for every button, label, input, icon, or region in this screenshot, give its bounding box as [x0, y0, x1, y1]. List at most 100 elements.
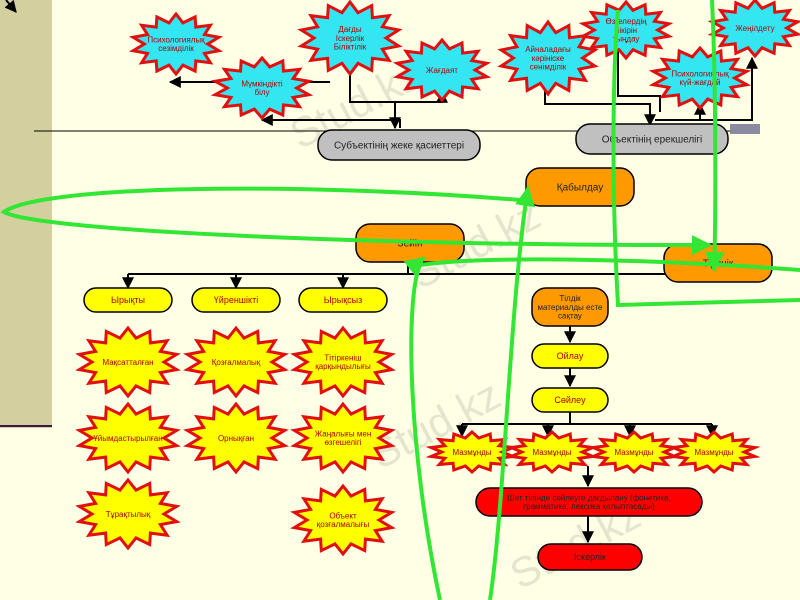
- star-content-4-label: Мазмұнды: [694, 448, 733, 457]
- link-trust-object: [544, 82, 656, 127]
- box-type-habitual-shape: [191, 287, 281, 313]
- star-ease-shape: [707, 0, 800, 59]
- star-quality-4-shape: [75, 401, 181, 475]
- box-type-voluntary-shape: [83, 287, 173, 313]
- star-quality-5-shape: [183, 401, 289, 475]
- box-thinking-label: Ойлау: [557, 351, 584, 361]
- star-content-3-label: Мазмұнды: [614, 448, 653, 457]
- link-skill-subject: [349, 72, 401, 130]
- box-type-involuntary-shape: [298, 287, 388, 313]
- star-content-4-shape: [667, 429, 761, 475]
- star-content-2: Мазмұнды: [505, 429, 599, 475]
- star-content-1: Мазмұнды: [425, 429, 519, 475]
- box-result: Іскерлік: [537, 543, 643, 571]
- box-memory-label: Зейін: [398, 239, 423, 250]
- star-quality-6-shape: [290, 401, 396, 475]
- star-quality-1: Мақсатталған: [75, 325, 181, 399]
- star-content-3-shape: [587, 429, 681, 475]
- link-to-state: [655, 102, 706, 121]
- link-to-possibility: [260, 114, 401, 128]
- star-content-3: Мазмұнды: [587, 429, 681, 475]
- green-curve-right-vertical: [704, 0, 725, 272]
- star-quality-4-label: Ұйымдастырылған: [93, 434, 162, 443]
- box-object-feature-label: Объектінің ерекшелігі: [602, 134, 703, 146]
- star-psych-sensitivity-shape: [128, 11, 224, 77]
- box-type-involuntary: Ырықсыз: [298, 287, 388, 313]
- link-listen-object: [617, 50, 661, 112]
- star-content-4: Мазмұнды: [667, 429, 761, 475]
- box-object-feature: Объектінің ерекшелігі: [575, 123, 729, 155]
- star-quality-1-shape: [75, 325, 181, 399]
- box-type-voluntary-label: Ырықты: [111, 295, 145, 305]
- box-speech-skills: Шет тілінде сөйлеуге дағдылану (фонетика…: [475, 487, 703, 517]
- star-situation-shape: [392, 37, 492, 103]
- star-quality-2-shape: [183, 325, 289, 399]
- rule-end-bar: [730, 124, 760, 134]
- box-reception-label: Қабылдау: [557, 182, 603, 194]
- star-content-2-label: Мазмұнды: [532, 448, 571, 457]
- box-subject-qualities: Субъектінің жеке қасиеттері: [317, 129, 481, 161]
- box-speech-shape: [531, 387, 609, 413]
- box-speech-skills-shape: [475, 487, 703, 517]
- star-possibility-shape: [210, 55, 314, 121]
- star-ease-label: Жеңілдету: [735, 24, 774, 33]
- star-quality-2: Қозғалмалық: [183, 325, 289, 399]
- box-type-voluntary: Ырықты: [83, 287, 173, 313]
- star-quality-7-label: Тұрақтылық: [106, 510, 151, 519]
- box-type-involuntary-label: Ырықсыз: [324, 295, 362, 305]
- star-quality-4: Ұйымдастырылған: [75, 401, 181, 475]
- box-reception: Қабылдау: [525, 167, 635, 207]
- star-quality-7-shape: [75, 477, 181, 551]
- star-content-1-shape: [425, 429, 519, 475]
- star-situation-label: Жағдаят: [426, 66, 458, 75]
- green-curve-loop: [0, 186, 712, 256]
- star-quality-1-label: Мақсатталған: [102, 358, 153, 367]
- box-thinking: Ойлау: [531, 343, 609, 369]
- box-result-label: Іскерлік: [574, 552, 606, 562]
- star-quality-8-shape: [290, 483, 396, 557]
- box-subject-qualities-shape: [317, 129, 481, 161]
- box-type-habitual-label: Үйреншікті: [214, 295, 258, 305]
- box-speech-skills-label: Шет тілінде сөйлеуге дағдылану (фонетика…: [507, 493, 670, 511]
- star-quality-5-label: Орнықған: [218, 434, 254, 443]
- star-quality-5: Орнықған: [183, 401, 289, 475]
- box-result-shape: [537, 543, 643, 571]
- star-quality-3-shape: [290, 325, 396, 399]
- star-situation: Жағдаят: [392, 37, 492, 103]
- star-trust-shape: [497, 19, 599, 97]
- green-curve-up: [488, 186, 536, 600]
- box-subject-qualities-label: Субъектінің жеке қасиеттері: [334, 140, 464, 152]
- green-arrowhead-memory: [403, 256, 426, 277]
- box-thinking-shape: [531, 343, 609, 369]
- box-speech-label: Сөйлеу: [554, 395, 586, 405]
- star-listen-shape: [578, 0, 674, 61]
- box-type-habitual: Үйреншікті: [191, 287, 281, 313]
- box-speech: Сөйлеу: [531, 387, 609, 413]
- star-quality-7: Тұрақтылық: [75, 477, 181, 551]
- star-quality-2-label: Қозғалмалық: [212, 358, 261, 367]
- green-curve-left-vertical: [611, 9, 800, 308]
- star-content-1-label: Мазмұнды: [452, 448, 491, 457]
